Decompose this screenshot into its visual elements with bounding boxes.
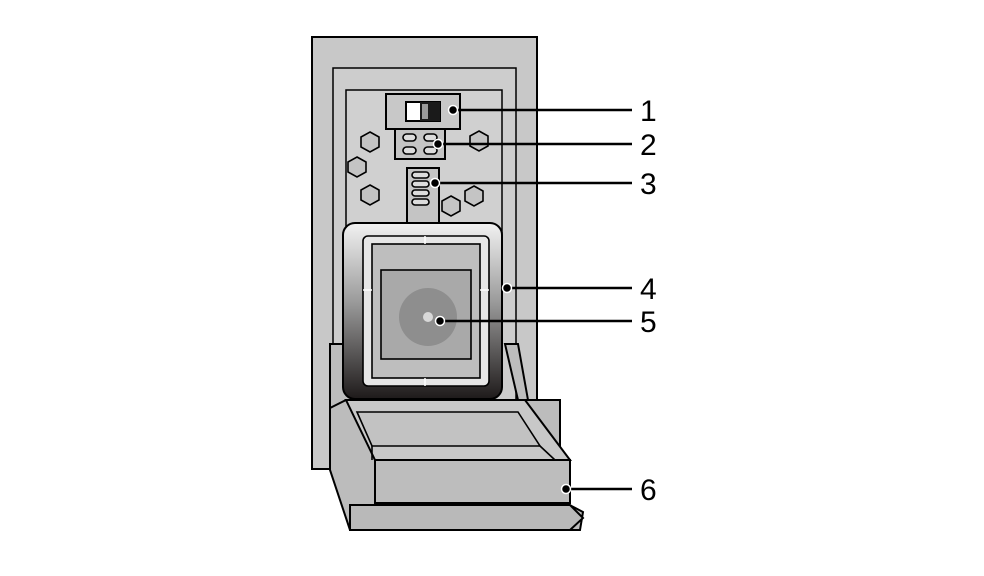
tray-inner-well [355, 411, 542, 447]
strip-pin [411, 189, 430, 197]
leader-dot-5 [434, 315, 446, 327]
bezel-tick-marks [363, 236, 489, 386]
leader-dots [429, 104, 572, 495]
tray-inner-edge [539, 445, 556, 461]
tray-front [374, 459, 571, 504]
connector-pin [423, 133, 438, 142]
leader-lines [435, 108, 632, 491]
pin-strip-pins [411, 171, 430, 206]
connector-pin [402, 146, 417, 155]
callout-label-4: 4 [640, 273, 657, 306]
leader-dot-6 [560, 483, 572, 495]
strip-pin [411, 171, 430, 179]
leader-dot-4 [501, 282, 513, 294]
tray-lip [349, 504, 585, 531]
hex-nut [441, 195, 461, 217]
leader-dot-3 [429, 177, 441, 189]
switch-knob-highlight [422, 104, 428, 119]
hex-nut [360, 184, 380, 206]
sensor-center [423, 312, 433, 322]
callout-label-5: 5 [640, 306, 657, 339]
hex-nut [464, 185, 484, 207]
callout-label-3: 3 [640, 168, 657, 201]
connector-pin [423, 146, 438, 155]
connector-pins [402, 133, 438, 155]
leader-dot-2 [432, 138, 444, 150]
hex-nut [360, 131, 380, 153]
callout-label-1: 1 [640, 95, 657, 128]
leader-dot-1 [447, 104, 459, 116]
hex-nut [347, 156, 367, 178]
callout-label-2: 2 [640, 129, 657, 162]
connector-pin [402, 133, 417, 142]
callout-label-6: 6 [640, 474, 657, 507]
hex-nut [469, 130, 489, 152]
strip-pin [411, 198, 430, 206]
strip-pin [411, 180, 430, 188]
